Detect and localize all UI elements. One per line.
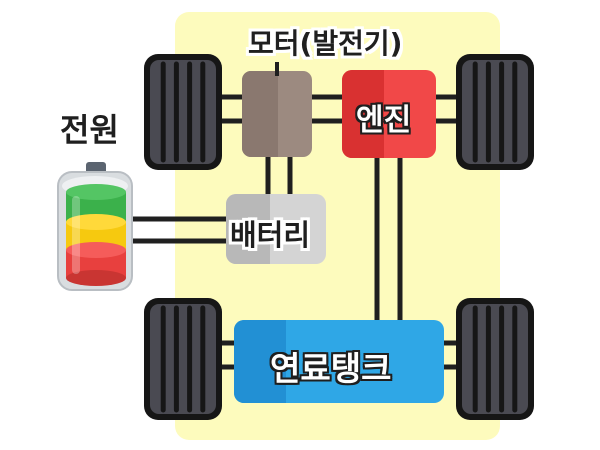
tire-icon [144, 54, 222, 170]
battery-icon [57, 162, 133, 291]
engine-block [342, 70, 436, 158]
tires [144, 54, 534, 420]
battery-block [226, 194, 326, 264]
engine-label: 엔진 [356, 103, 412, 138]
motor-label: 모터(발전기) [248, 27, 403, 60]
tire-icon [456, 298, 534, 420]
tire-icon [456, 54, 534, 170]
tire-icon [144, 298, 222, 420]
fuel-tank-label: 연료탱크 [270, 349, 392, 388]
fuel-tank-block [234, 320, 444, 403]
motor-block [242, 71, 312, 157]
power-label: 전원 [60, 111, 119, 149]
battery-label: 배터리 [230, 218, 311, 252]
